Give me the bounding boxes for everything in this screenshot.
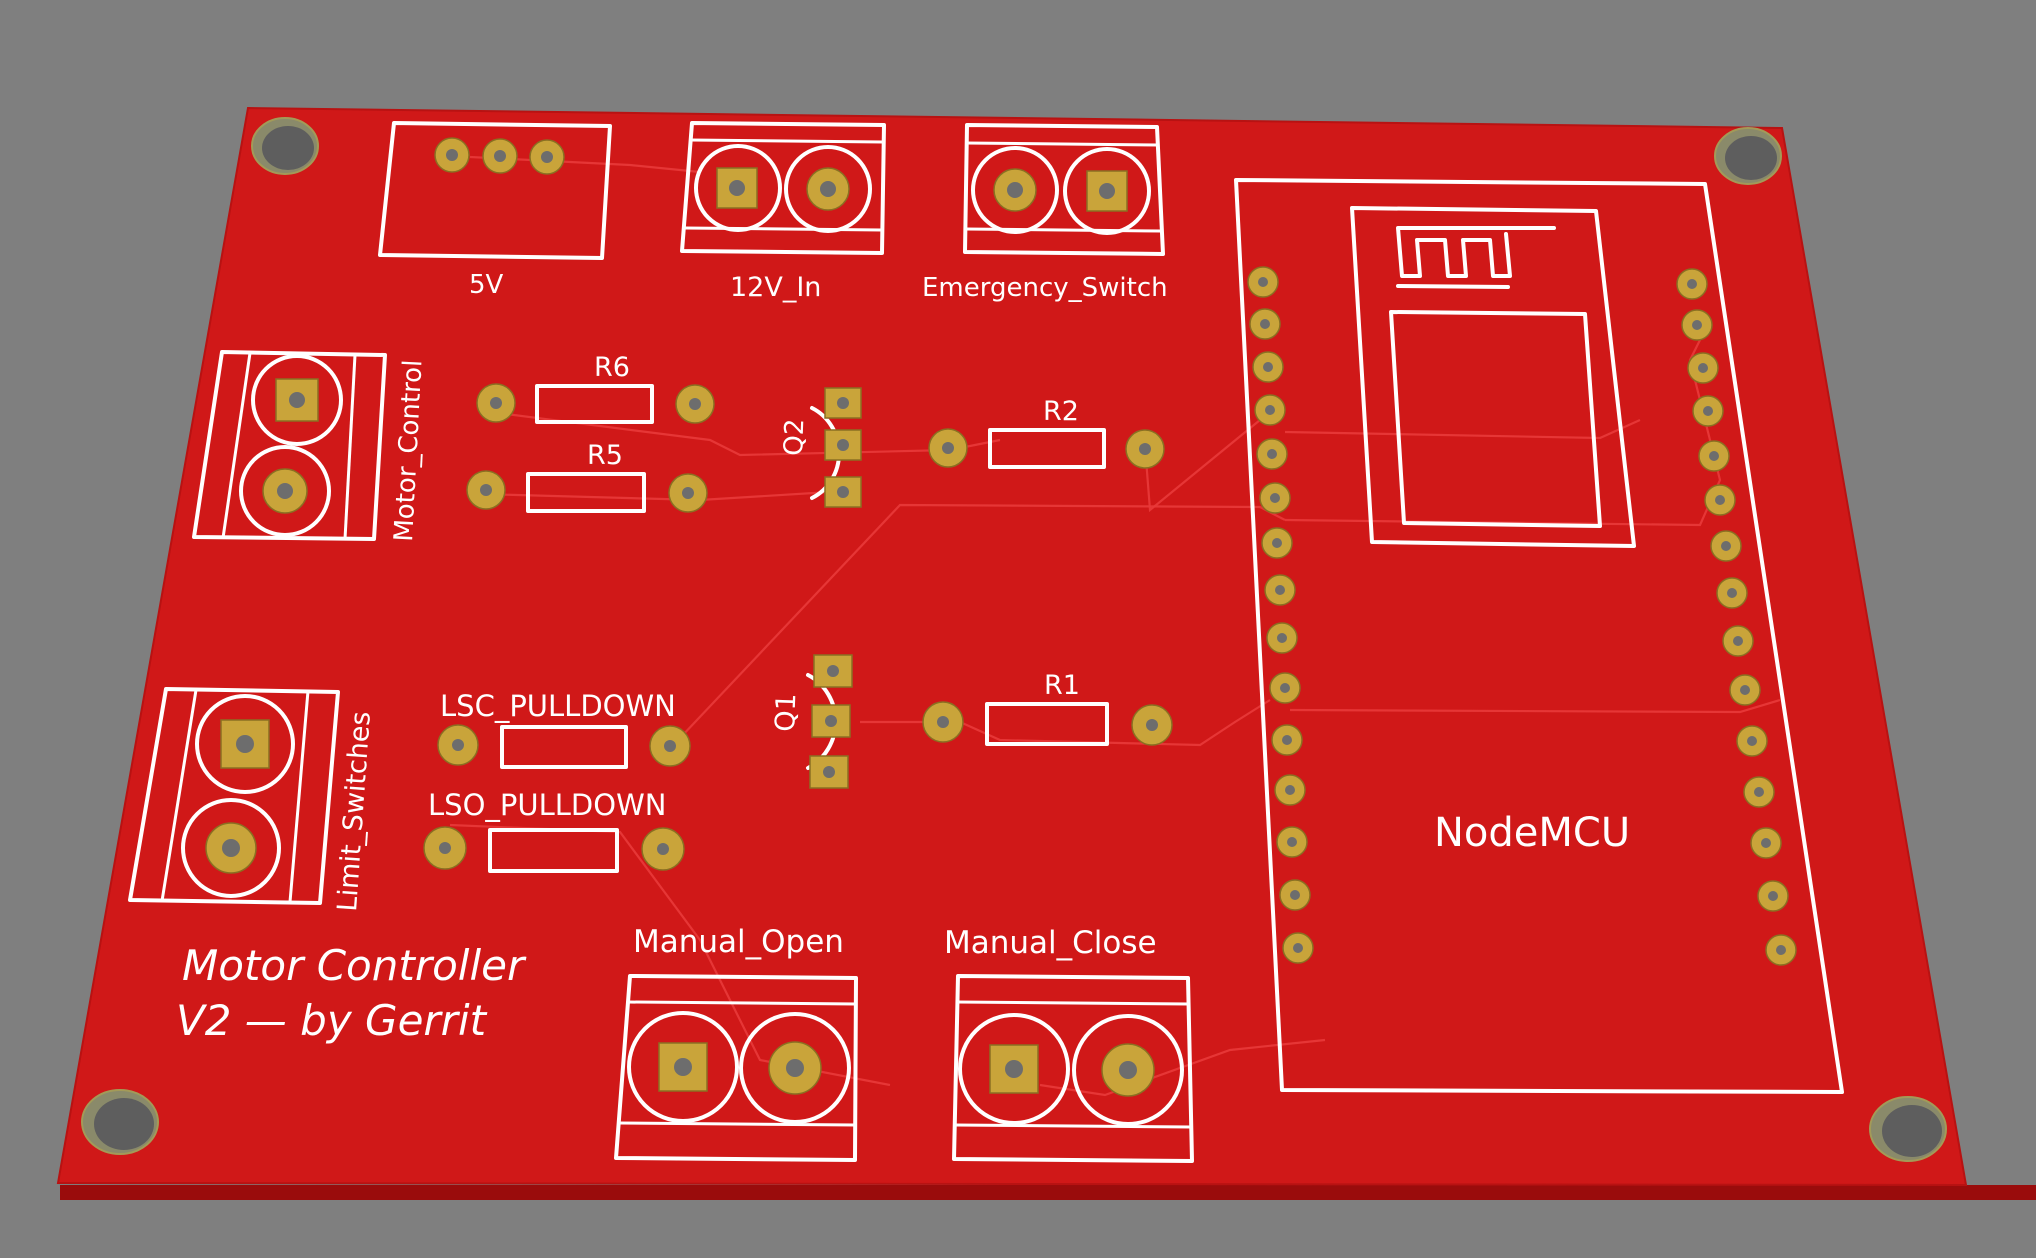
connector-manual-open: Manual_Open — [614, 924, 858, 1162]
resistor-lso-pulldown: LSO_PULLDOWN — [423, 788, 685, 873]
resistor-r5: R5 — [466, 440, 708, 513]
board-title: Motor Controller V2 — by Gerrit — [176, 941, 527, 1045]
label-q2: Q2 — [779, 418, 810, 456]
label-lsc-pulldown: LSC_PULLDOWN — [440, 689, 676, 723]
board-edge — [60, 1185, 2036, 1200]
connector-limit-switches: Limit_Switches — [128, 687, 377, 912]
label-r5: R5 — [587, 440, 623, 471]
mounting-hole-bottom-right — [1869, 1096, 1947, 1162]
label-emergency-switch: Emergency_Switch — [922, 273, 1168, 303]
resistor-r2: R2 — [928, 396, 1165, 469]
mounting-hole-top-right — [1714, 127, 1782, 185]
label-r6: R6 — [594, 352, 630, 383]
label-q1: Q1 — [770, 693, 802, 732]
board-title-line1: Motor Controller — [182, 941, 527, 990]
board-title-line2: V2 — by Gerrit — [176, 996, 488, 1045]
label-manual-open: Manual_Open — [633, 924, 844, 960]
label-nodemcu: NodeMCU — [1434, 810, 1630, 856]
nodemcu-left-pins — [1247, 266, 1314, 964]
connector-5v: 5V — [378, 121, 612, 300]
label-lso-pulldown: LSO_PULLDOWN — [428, 788, 666, 822]
mounting-hole-top-left — [251, 117, 319, 175]
connector-emergency-switch: Emergency_Switch — [922, 123, 1168, 303]
pcb-board — [56, 106, 1968, 1187]
nodemcu-right-pins — [1676, 268, 1797, 966]
connector-manual-close: Manual_Close — [944, 925, 1194, 1163]
label-r2: R2 — [1043, 396, 1079, 427]
label-12v-in: 12V_In — [730, 272, 821, 303]
transistor-q1: Q1 — [770, 654, 853, 789]
nodemcu-module: NodeMCU — [1234, 178, 1844, 1094]
resistor-lsc-pulldown: LSC_PULLDOWN — [437, 689, 691, 769]
connector-motor-control: Motor_Control — [192, 350, 429, 542]
resistor-r1: R1 — [922, 670, 1173, 746]
label-manual-close: Manual_Close — [944, 925, 1157, 961]
label-r1: R1 — [1044, 670, 1080, 701]
resistor-r6: R6 — [476, 352, 715, 424]
transistor-q2: Q2 — [779, 387, 862, 508]
label-5v: 5V — [469, 270, 504, 300]
connector-12v-in: 12V_In — [680, 121, 886, 303]
mounting-hole-bottom-left — [81, 1089, 159, 1155]
antenna-trace-icon — [1396, 226, 1556, 278]
